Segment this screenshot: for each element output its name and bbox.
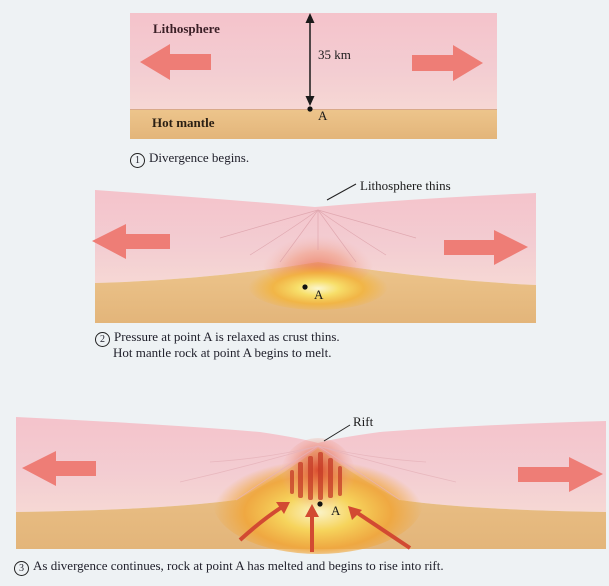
panel-3: Rift A xyxy=(16,414,606,554)
step-2-badge: 2 xyxy=(95,332,110,347)
hot-mantle-label: Hot mantle xyxy=(152,115,215,130)
lithosphere-label: Lithosphere xyxy=(153,21,220,36)
panel2-melt-zone xyxy=(248,262,388,310)
caption-step-3: 3 As divergence continues, rock at point … xyxy=(14,558,444,576)
lithosphere-thins-label: Lithosphere thins xyxy=(360,178,451,193)
caption-step-2-line2: Hot mantle rock at point A begins to mel… xyxy=(113,345,331,360)
caption-step-1: 1 Divergence begins. xyxy=(130,150,249,168)
caption-step-2-second: Hot mantle rock at point A begins to mel… xyxy=(113,345,331,361)
panel-2: Lithosphere thins A xyxy=(92,178,536,323)
panel2-point-a xyxy=(302,284,307,289)
panel1-point-a-label: A xyxy=(318,108,328,123)
caption-step-2-line1: Pressure at point A is relaxed as crust … xyxy=(114,329,340,344)
step-1-badge: 1 xyxy=(130,153,145,168)
panel2-callout-line xyxy=(327,184,356,200)
panel3-point-a-label: A xyxy=(331,503,341,518)
panel3-point-a xyxy=(317,501,322,506)
caption-step-1-text: Divergence begins. xyxy=(149,150,249,165)
panel1-point-a xyxy=(307,106,312,111)
thickness-label: 35 km xyxy=(318,47,351,62)
panel2-point-a-label: A xyxy=(314,287,324,302)
panel-1: Lithosphere 35 km Hot mantle A xyxy=(130,13,497,139)
step-3-badge: 3 xyxy=(14,561,29,576)
rift-label: Rift xyxy=(353,414,374,429)
caption-step-3-text: As divergence continues, rock at point A… xyxy=(33,558,444,573)
